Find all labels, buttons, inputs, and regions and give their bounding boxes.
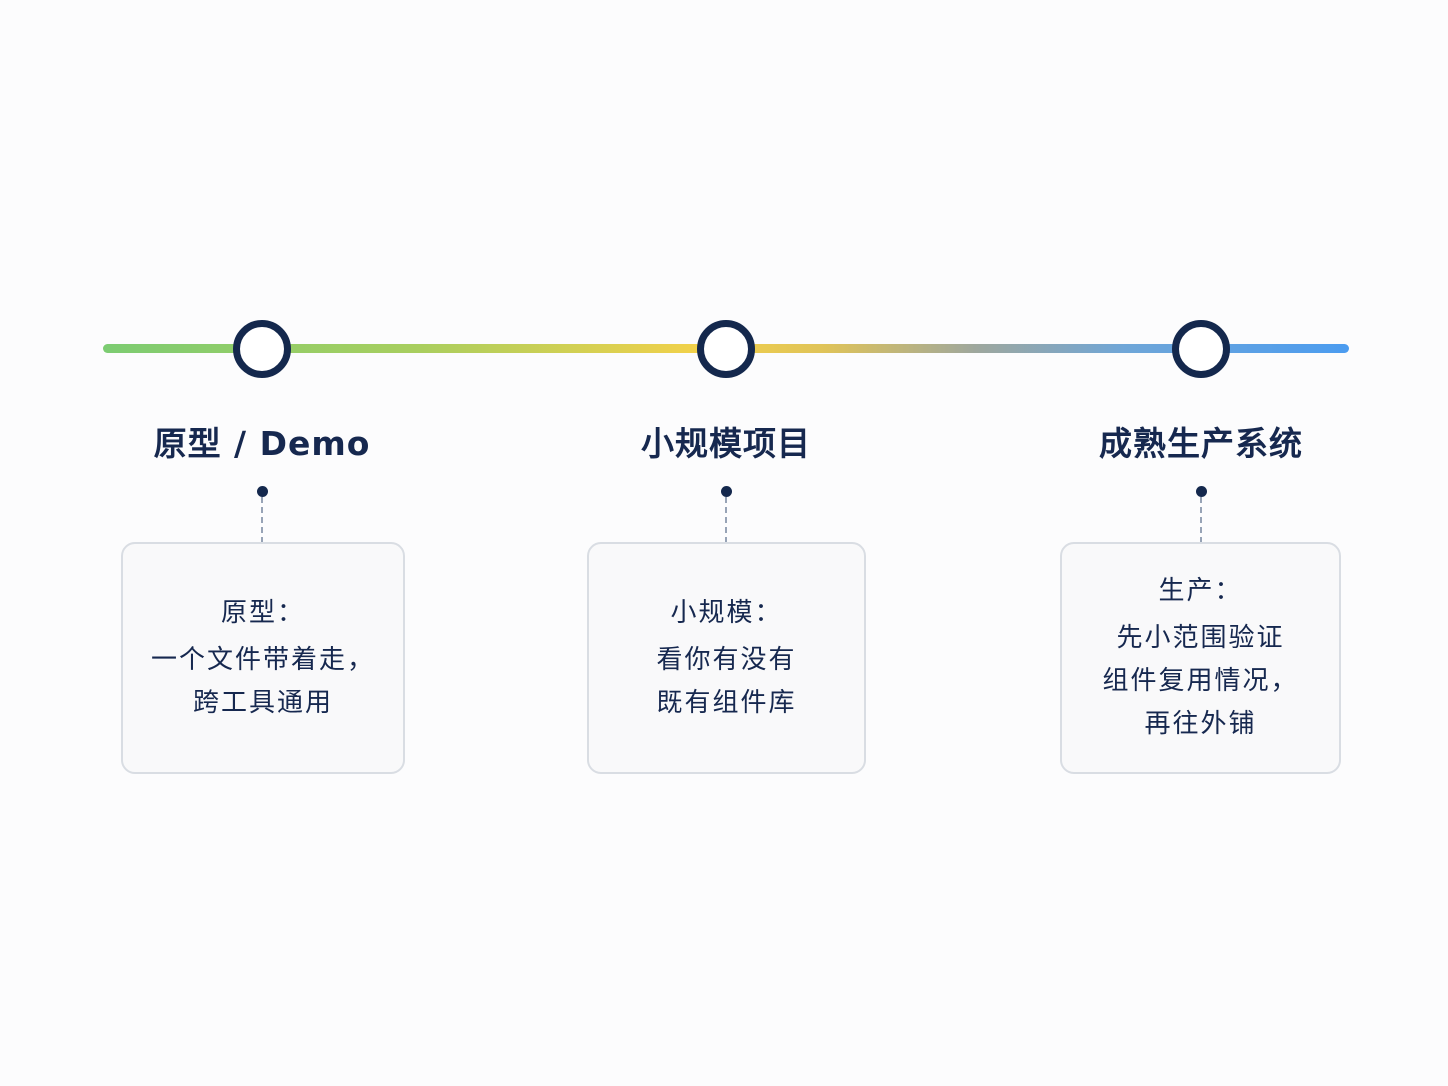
milestone-circle-prototype: [233, 320, 291, 378]
note-card-prototype: 原型： 一个文件带着走， 跨工具通用: [121, 542, 405, 774]
dashed-connector-prototype: [261, 497, 263, 543]
card-heading-small-project: 小规模：: [670, 597, 783, 628]
note-card-small-project: 小规模： 看你有没有 既有组件库: [587, 542, 866, 774]
connector-dot-small-project: [720, 486, 732, 497]
card-line-small-project-2: 既有组件库: [656, 687, 797, 718]
card-line-prototype-1: 一个文件带着走，: [150, 644, 375, 675]
card-heading-production: 生产：: [1158, 576, 1243, 606]
note-card-production: 生产： 先小范围验证 组件复用情况， 再往外铺: [1060, 542, 1341, 774]
dashed-connector-production: [1200, 497, 1202, 543]
card-heading-prototype: 原型：: [220, 597, 305, 628]
milestone-circle-production: [1172, 320, 1230, 378]
card-line-production-2: 组件复用情况，: [1102, 666, 1299, 696]
dashed-connector-small-project: [725, 497, 727, 543]
connector-dot-prototype: [256, 486, 268, 497]
milestone-circle-small-project: [697, 320, 755, 378]
card-line-prototype-2: 跨工具通用: [192, 687, 333, 718]
connector-dot-production: [1195, 486, 1207, 497]
stage-title-production: 成熟生产系统: [1099, 424, 1303, 463]
card-line-small-project-1: 看你有没有: [656, 644, 797, 675]
stage-title-small-project: 小规模项目: [641, 424, 811, 463]
card-line-production-3: 再往外铺: [1144, 709, 1257, 739]
stage-title-prototype: 原型 / Demo: [153, 424, 371, 463]
card-line-production-1: 先小范围验证: [1116, 623, 1285, 653]
